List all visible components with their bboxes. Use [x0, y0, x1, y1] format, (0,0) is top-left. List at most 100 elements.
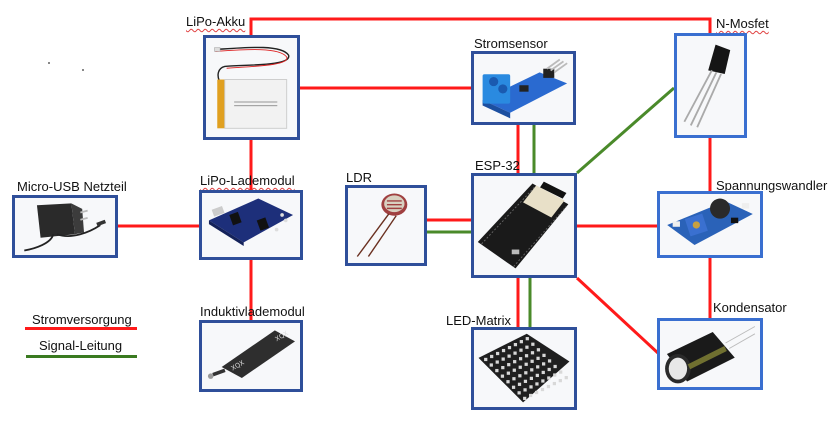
led-matrix-icon — [478, 333, 570, 403]
led-pixel — [531, 342, 535, 346]
led-pixel — [536, 348, 541, 352]
led-pixel — [495, 368, 499, 373]
led-pixel — [507, 363, 511, 367]
led-pixel — [540, 387, 545, 392]
led-pixel — [525, 345, 529, 349]
led-pixel — [523, 379, 528, 383]
led-pixel — [523, 396, 527, 401]
led-pixel — [547, 376, 551, 380]
component-micro-usb-netzteil[interactable] — [12, 195, 118, 258]
component-induktivlademodul[interactable]: XQX XQX — [199, 320, 303, 392]
led-pixel — [524, 371, 528, 375]
led-pixel — [546, 384, 551, 389]
led-pixel — [541, 370, 545, 375]
capacitor-icon — [665, 326, 756, 384]
stray-dot — [82, 69, 84, 71]
transistor-icon — [683, 44, 731, 128]
wire-esp32-to-kondensator — [575, 276, 661, 356]
led-pixel — [518, 357, 523, 361]
label-ldr: LDR — [346, 170, 373, 185]
led-pixel — [512, 368, 516, 372]
led-pixel — [547, 367, 551, 372]
led-pixel — [484, 357, 488, 362]
led-pixel — [506, 380, 510, 384]
esp32-board-icon — [477, 181, 569, 269]
led-pixel — [559, 370, 563, 374]
led-pixel — [534, 390, 539, 395]
led-pixel — [535, 382, 539, 386]
photoresistor-icon — [356, 193, 408, 257]
led-pixel — [558, 378, 562, 383]
led-pixel — [529, 385, 533, 389]
led-pixel — [501, 357, 505, 361]
charger-module-icon — [208, 198, 294, 247]
led-pixel — [495, 360, 499, 364]
legend-signal-label: Signal-Leitung — [39, 338, 123, 353]
stray-dot — [48, 62, 50, 64]
led-pixel — [536, 356, 540, 360]
component-kondensator[interactable] — [657, 318, 763, 390]
led-pixel — [525, 337, 529, 341]
led-pixel — [542, 353, 546, 357]
led-pixel — [495, 351, 500, 356]
label-spannungswandler: Spannungswandler — [716, 178, 828, 193]
led-pixel — [553, 373, 557, 377]
legend-signal-line — [26, 355, 137, 358]
component-ldr[interactable] — [345, 185, 427, 266]
led-pixel — [512, 377, 516, 381]
led-pixel — [518, 365, 522, 369]
led-pixel — [547, 359, 552, 363]
led-pixel — [535, 373, 539, 378]
label-induktivlademodul: Induktivlademodul — [200, 304, 305, 319]
boost-converter-icon — [667, 198, 753, 245]
led-pixel — [500, 374, 505, 378]
led-pixel — [507, 354, 511, 358]
label-lipo-lademodul: LiPo-Lademodul — [200, 173, 295, 188]
label-esp32: ESP-32 — [475, 158, 520, 173]
led-pixel — [564, 376, 568, 380]
led-pixel — [541, 379, 545, 383]
wireless-charging-pad-icon: XQX XQX — [207, 329, 295, 379]
led-pixel — [552, 381, 557, 386]
wire-mosfet-to-esp32-signal — [576, 86, 675, 175]
label-stromsensor: Stromsensor — [474, 36, 548, 51]
led-pixel — [524, 362, 528, 366]
legend-power-label: Stromversorgung — [32, 312, 132, 327]
current-sensor-icon — [482, 58, 568, 119]
label-kondensator: Kondensator — [713, 300, 787, 315]
led-pixel — [489, 363, 493, 367]
led-pixel — [524, 354, 529, 358]
component-stromsensor[interactable] — [471, 51, 576, 125]
label-n-mosfet: N-Mosfet — [716, 16, 769, 31]
component-lipo-akku[interactable] — [203, 35, 300, 140]
label-lipo-akku: LiPo-Akku — [186, 14, 246, 29]
legend-power-line — [25, 327, 137, 330]
led-pixel — [529, 393, 533, 398]
led-pixel — [553, 364, 557, 369]
led-pixel — [529, 376, 533, 381]
led-pixel — [501, 348, 506, 353]
led-pixel — [506, 371, 510, 375]
label-led-matrix: LED-Matrix — [446, 313, 512, 328]
component-n-mosfet[interactable] — [674, 33, 747, 138]
led-pixel — [518, 374, 522, 378]
led-pixel — [519, 340, 523, 344]
led-pixel — [530, 368, 534, 372]
led-pixel — [517, 391, 521, 395]
lipo-battery-icon — [214, 46, 290, 129]
component-spannungswandler[interactable] — [657, 191, 763, 258]
led-pixel — [501, 365, 505, 370]
led-pixel — [519, 348, 523, 352]
led-pixel — [513, 351, 517, 355]
component-esp32[interactable] — [471, 173, 577, 278]
led-pixel — [513, 342, 518, 347]
component-lipo-lademodul[interactable] — [199, 190, 303, 260]
label-micro-usb-netzteil: Micro-USB Netzteil — [17, 179, 127, 194]
led-pixel — [511, 385, 516, 389]
led-pixel — [536, 365, 540, 369]
led-pixel — [523, 388, 527, 392]
led-pixel — [530, 359, 534, 363]
usb-charger-icon — [24, 203, 107, 252]
component-led-matrix[interactable] — [471, 327, 577, 410]
